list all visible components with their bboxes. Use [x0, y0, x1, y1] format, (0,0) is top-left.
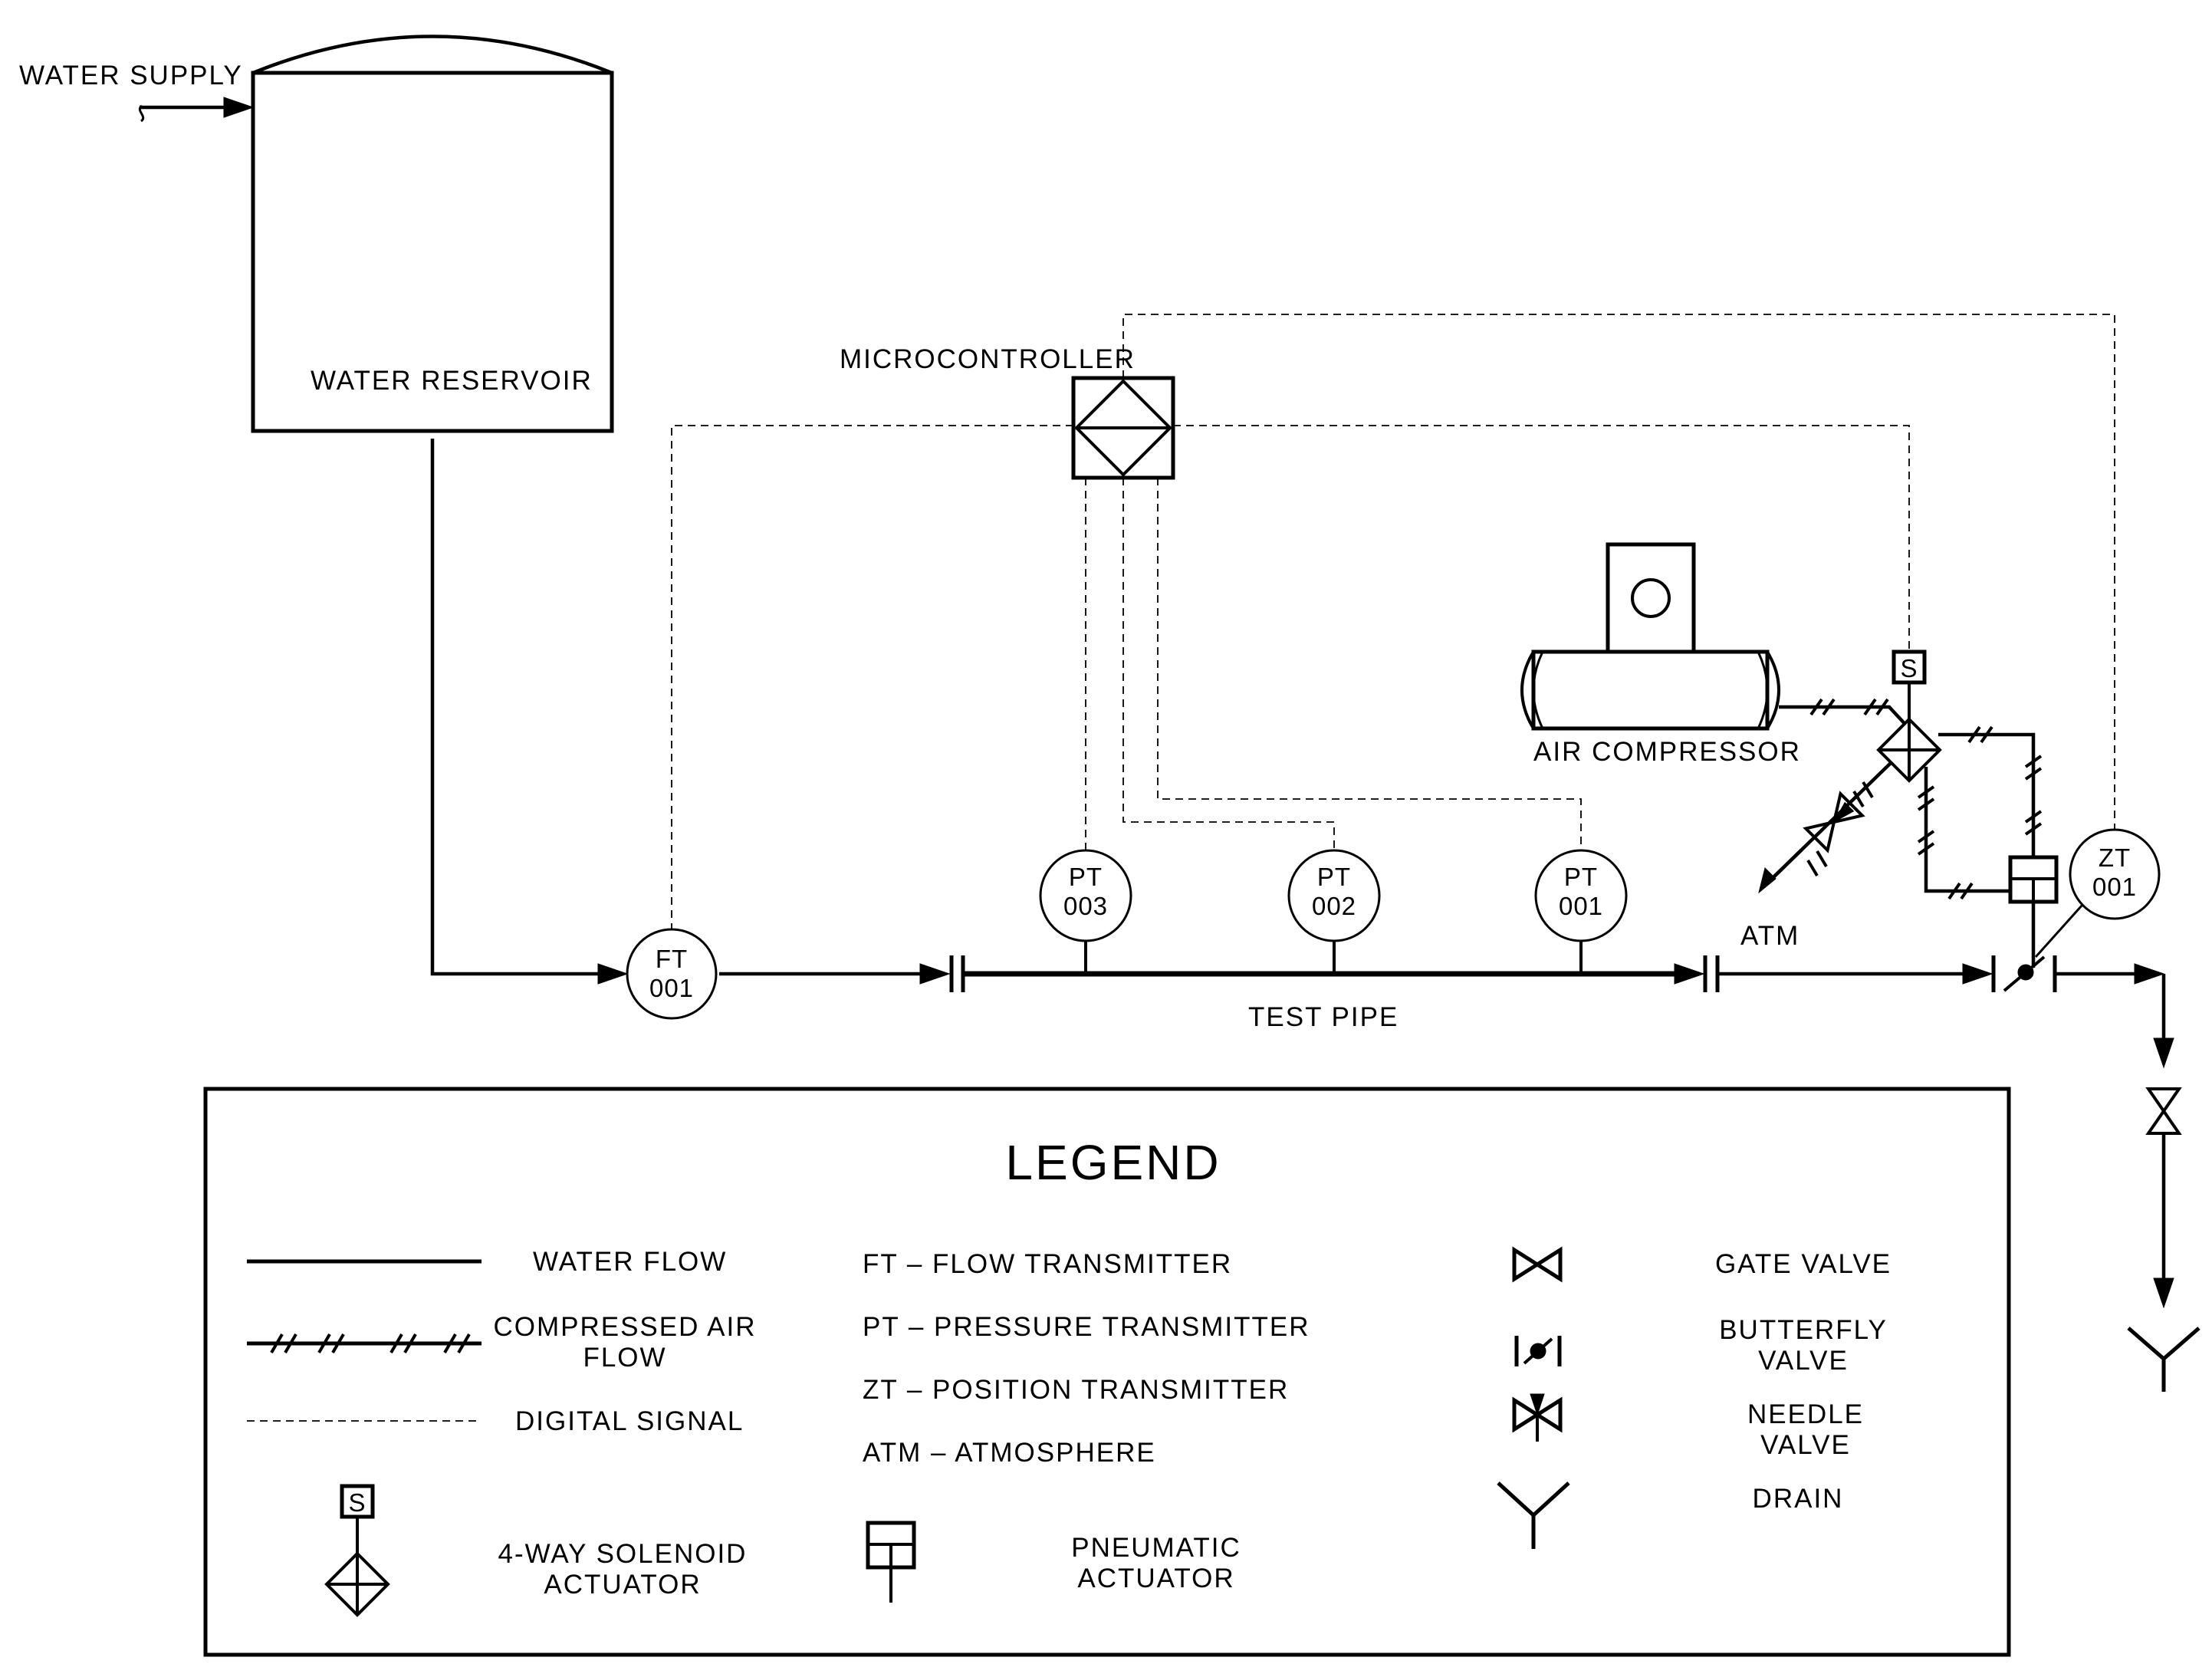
solenoid-letter: S	[1900, 654, 1918, 682]
legend-solenoid-label-1: 4-WAY SOLENOID	[498, 1539, 748, 1569]
pt003-number: 003	[1063, 892, 1108, 920]
drain-outlet	[2127, 1327, 2200, 1392]
outlet-line	[2153, 974, 2174, 1309]
ft001-tag: FT	[656, 945, 688, 973]
legend-pt: PT – PRESSURE TRANSMITTER	[863, 1312, 1310, 1342]
legend-title: LEGEND	[1005, 1135, 1221, 1190]
legend-gate-valve-label: GATE VALVE	[1715, 1249, 1892, 1279]
compressed-air-lines: ATM	[1740, 698, 2043, 968]
legend-needle-label-2: VALVE	[1760, 1430, 1851, 1460]
test-pipe-label: TEST PIPE	[1248, 1002, 1399, 1032]
water-reservoir-label: WATER RESERVOIR	[311, 366, 593, 396]
main-water-line: TEST PIPE	[719, 955, 1993, 1032]
legend-drain: DRAIN	[1497, 1481, 1844, 1549]
water-supply-label: WATER SUPPLY	[19, 61, 243, 90]
pt002-instrument: PT 002	[1287, 849, 1381, 974]
needle-valve	[1803, 791, 1865, 853]
legend-needle-valve: NEEDLE VALVE	[1512, 1393, 1864, 1460]
pneumatic-actuator	[2008, 855, 2059, 904]
legend-needle-label-1: NEEDLE	[1747, 1399, 1864, 1429]
legend-atm: ATM – ATMOSPHERE	[863, 1438, 1156, 1468]
legend-compressed-air: COMPRESSED AIR FLOW	[247, 1312, 756, 1373]
legend-solenoid-label-2: ACTUATOR	[544, 1570, 701, 1600]
legend-drain-label: DRAIN	[1753, 1484, 1844, 1514]
water-flow-line-inlet	[430, 439, 629, 985]
legend-solenoid: S 4-WAY SOLENOID ACTUATOR	[324, 1484, 748, 1617]
pt003-tag: PT	[1069, 863, 1103, 891]
pt001-instrument: PT 001	[1534, 849, 1628, 974]
pt001-tag: PT	[1564, 863, 1598, 891]
water-supply: WATER SUPPLY	[19, 61, 255, 123]
legend-compressed-air-label-2: FLOW	[583, 1343, 666, 1373]
zt001-number: 001	[2092, 873, 2137, 901]
legend-compressed-air-label-1: COMPRESSED AIR	[493, 1312, 756, 1342]
pt003-instrument: PT 003	[1039, 849, 1132, 974]
legend-butterfly-label-1: BUTTERFLY	[1719, 1315, 1888, 1345]
zt001-instrument: ZT 001	[2034, 828, 2161, 959]
ft001-instrument: FT 001	[626, 928, 718, 1020]
legend-zt: ZT – POSITION TRANSMITTER	[863, 1375, 1289, 1405]
pt002-tag: PT	[1317, 863, 1351, 891]
svg-text:S: S	[348, 1488, 366, 1517]
legend-water-flow: WATER FLOW	[247, 1247, 727, 1277]
legend-water-flow-label: WATER FLOW	[533, 1247, 727, 1277]
legend-pneumatic-label-1: PNEUMATIC	[1071, 1533, 1241, 1563]
legend-ft: FT – FLOW TRANSMITTER	[863, 1249, 1232, 1279]
microcontroller-label: MICROCONTROLLER	[840, 344, 1136, 374]
butterfly-valve-main	[1991, 955, 2165, 992]
solenoid-valve: S	[1876, 649, 1942, 783]
air-compressor: AIR COMPRESSOR	[1520, 542, 1801, 767]
legend-digital-signal-label: DIGITAL SIGNAL	[515, 1406, 744, 1436]
pt001-number: 001	[1559, 892, 1603, 920]
air-compressor-label: AIR COMPRESSOR	[1533, 737, 1801, 767]
legend-pneumatic-label-2: ACTUATOR	[1077, 1564, 1234, 1593]
gate-valve-outlet	[2145, 1087, 2182, 1135]
legend: LEGEND WATER FLOW COMPRESSED AIR FLOW DI…	[203, 1087, 2011, 1657]
atm-label: ATM	[1740, 921, 1800, 951]
legend-butterfly-valve: BUTTERFLY VALVE	[1514, 1315, 1888, 1376]
legend-gate-valve: GATE VALVE	[1512, 1246, 1892, 1283]
legend-butterfly-label-2: VALVE	[1758, 1346, 1849, 1376]
digital-signal-lines	[671, 314, 2115, 929]
legend-pneumatic-actuator: PNEUMATIC ACTUATOR	[866, 1521, 1241, 1603]
zt001-tag: ZT	[2099, 843, 2131, 872]
water-reservoir: WATER RESERVOIR	[251, 35, 614, 433]
pt002-number: 002	[1312, 892, 1356, 920]
legend-digital-signal: DIGITAL SIGNAL	[247, 1406, 744, 1436]
ft001-number: 001	[649, 974, 694, 1002]
